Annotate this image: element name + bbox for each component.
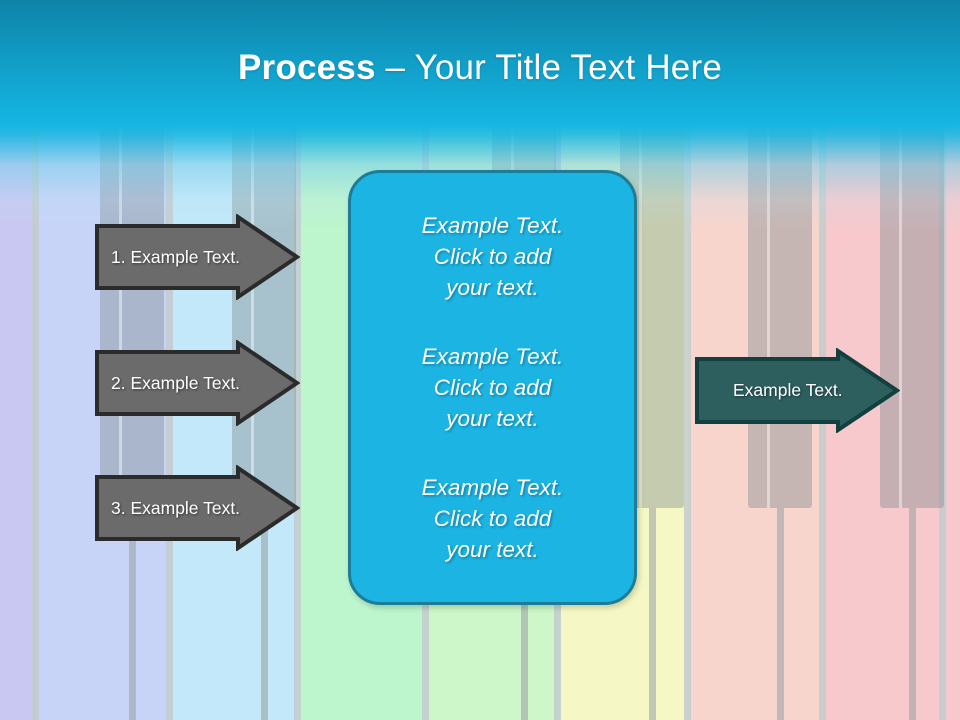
process-step-arrow-1[interactable]: 1. Example Text. (95, 214, 300, 300)
key-divider-5 (684, 0, 691, 720)
center-text-block-1: Example Text. Click to add your text. (421, 213, 564, 300)
process-result-arrow[interactable]: Example Text. (695, 348, 900, 433)
process-step-arrow-2-label: 2. Example Text. (111, 372, 241, 393)
process-step-arrow-2[interactable]: 2. Example Text. (95, 340, 300, 426)
key-divider-0 (32, 0, 39, 720)
black-key-stem (777, 508, 784, 720)
black-key-stem (129, 508, 136, 720)
center-content-box[interactable]: Example Text. Click to add your text. Ex… (348, 170, 637, 605)
page-title-rest: – Your Title Text Here (375, 48, 722, 87)
black-key-sheen (899, 0, 902, 508)
center-text-block-2: Example Text. Click to add your text. (421, 344, 564, 431)
page-title: Process – Your Title Text Here (0, 48, 960, 88)
black-key-stem (521, 508, 528, 720)
page-title-bold: Process (238, 48, 376, 87)
process-step-arrow-3-label: 3. Example Text. (111, 497, 241, 518)
black-key-stem (909, 508, 916, 720)
black-key-stem (261, 508, 268, 720)
process-step-arrow-1-label: 1. Example Text. (111, 246, 241, 267)
black-key-stem (649, 508, 656, 720)
black-key-sheen (767, 0, 770, 508)
key-divider-7 (939, 0, 946, 720)
process-step-arrow-3[interactable]: 3. Example Text. (95, 465, 300, 551)
center-text-block-3: Example Text. Click to add your text. (421, 475, 564, 562)
key-divider-2 (294, 0, 301, 720)
black-key-sheen (639, 0, 642, 508)
process-result-arrow-label: Example Text. (733, 380, 843, 400)
